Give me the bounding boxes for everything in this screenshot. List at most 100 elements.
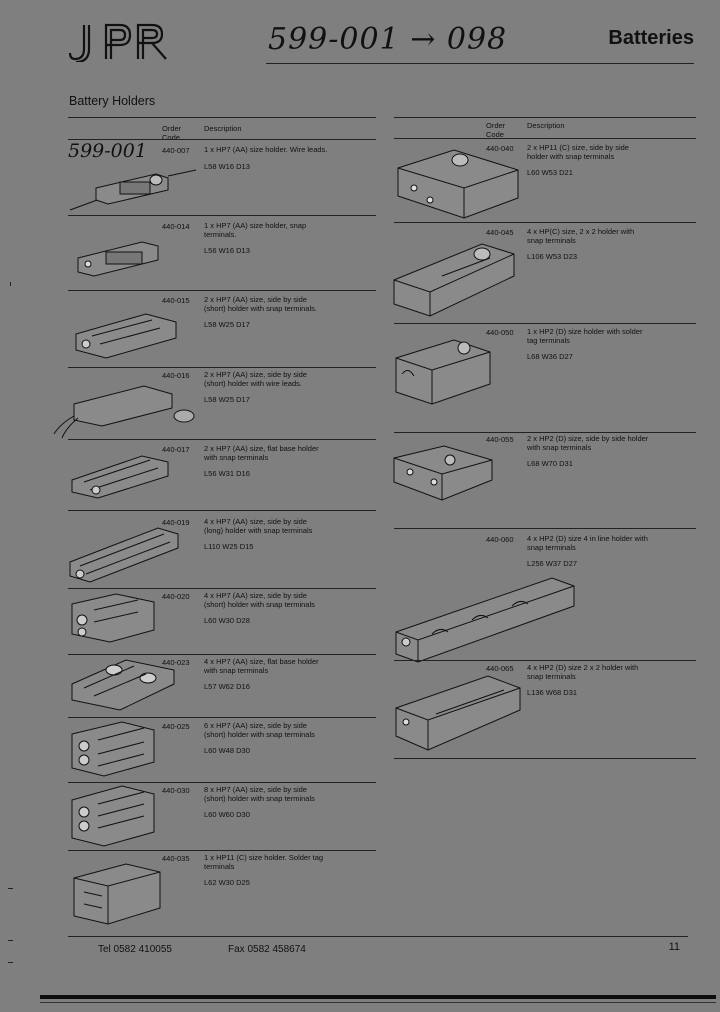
row-divider	[68, 717, 376, 718]
description-text: 1 x HP7 (AA) size holder. Wire leads.	[204, 145, 328, 154]
description-text: 1 x HP11 (C) size holder. Solder tag ter…	[204, 853, 324, 871]
holder-1xaa-wire-image	[69, 169, 197, 211]
dimensions: L106 W53 D23	[527, 252, 578, 262]
holder-4xd-inline-image	[395, 577, 575, 663]
row-divider	[68, 850, 376, 851]
holder-4xaa-long-image	[69, 527, 179, 583]
item-description: 1 x HP2 (D) size holder with solder tag …	[527, 327, 651, 362]
item-description: 4 x HP7 (AA) size, flat base holder with…	[204, 657, 328, 692]
row-divider	[394, 528, 696, 529]
holder-1xd-image	[395, 339, 491, 405]
holder-2xaa-short-snap-image	[75, 313, 177, 359]
row-divider	[68, 588, 376, 589]
holder-4xaa-flat-image	[71, 659, 175, 711]
order-code: 440-017	[162, 445, 190, 454]
left-order-code-header: Order Code	[162, 124, 182, 142]
description-text: 2 x HP11 (C) size, side by side holder w…	[527, 143, 629, 161]
order-code: 440-045	[486, 228, 514, 237]
description-text: 4 x HP(C) size, 2 x 2 holder with snap t…	[527, 227, 635, 245]
item-description: 2 x HP11 (C) size, side by side holder w…	[527, 143, 651, 178]
dimensions: L57 W62 D16	[204, 682, 250, 692]
item-description: 1 x HP7 (AA) size holder. Wire leads.L58…	[204, 145, 328, 171]
holder-6xaa-image	[71, 721, 155, 777]
dimensions: L68 W36 D27	[527, 352, 573, 362]
dimensions: L110 W25 D15	[204, 542, 254, 552]
description-text: 2 x HP7 (AA) size, side by side (short) …	[204, 370, 307, 388]
order-code: 440-065	[486, 664, 514, 673]
dimensions: L136 W68 D31	[527, 688, 578, 698]
holder-1xc-image	[73, 863, 161, 925]
page-number: 11	[668, 941, 680, 953]
left-header-rule	[68, 139, 376, 140]
order-code: 440-015	[162, 296, 190, 305]
item-description: 4 x HP7 (AA) size, side by side (short) …	[204, 591, 328, 626]
item-description: 8 x HP7 (AA) size, side by side (short) …	[204, 785, 328, 820]
dimensions: L60 W53 D21	[527, 168, 573, 178]
jpr-logo	[68, 23, 167, 62]
description-text: 1 x HP2 (D) size holder with solder tag …	[527, 327, 643, 345]
item-description: 2 x HP7 (AA) size, side by side (short) …	[204, 370, 328, 405]
header-rule	[266, 63, 694, 64]
order-code: 440-055	[486, 435, 514, 444]
description-text: 4 x HP7 (AA) size, side by side (long) h…	[204, 517, 313, 535]
description-text: 4 x HP7 (AA) size, flat base holder with…	[204, 657, 319, 675]
right-order-code-header: Order Code	[486, 121, 506, 139]
order-code: 440-020	[162, 592, 190, 601]
right-header-rule	[394, 138, 696, 139]
holder-2xd-image	[393, 445, 493, 501]
footer-telephone: Tel 0582 410055	[98, 944, 172, 955]
item-description: 4 x HP2 (D) size 2 x 2 holder with snap …	[527, 663, 651, 698]
section-title: Battery Holders	[69, 94, 156, 108]
description-text: 4 x HP2 (D) size 2 x 2 holder with snap …	[527, 663, 639, 681]
row-divider	[68, 782, 376, 783]
holder-4xc-image	[393, 243, 515, 317]
scan-mark	[8, 888, 13, 889]
handwritten-range: 599-001 → 098	[268, 22, 508, 57]
holder-2xaa-flat-image	[71, 455, 169, 499]
description-text: 4 x HP2 (D) size 4 in line holder with s…	[527, 534, 648, 552]
right-description-header: Description	[527, 121, 565, 130]
row-divider	[394, 432, 696, 433]
dimensions: L56 W31 D16	[204, 469, 250, 479]
left-top-rule	[68, 117, 376, 118]
scan-mark	[10, 282, 11, 286]
dimensions: L62 W30 D25	[204, 878, 250, 888]
dimensions: L68 W70 D31	[527, 459, 573, 469]
scan-edge-line	[40, 1002, 716, 1003]
holder-2xc-image	[397, 149, 519, 219]
description-text: 4 x HP7 (AA) size, side by side (short) …	[204, 591, 315, 609]
order-code: 440-023	[162, 658, 190, 667]
page-title: Batteries	[608, 27, 694, 49]
description-text: 2 x HP2 (D) size, side by side holder wi…	[527, 434, 649, 452]
scan-edge-bar	[40, 995, 716, 999]
row-divider	[68, 367, 376, 368]
description-text: 8 x HP7 (AA) size, side by side (short) …	[204, 785, 315, 803]
order-code: 440-016	[162, 371, 190, 380]
dimensions: L60 W30 D28	[204, 616, 250, 626]
item-description: 1 x HP7 (AA) size holder, snap terminals…	[204, 221, 328, 256]
item-description: 4 x HP7 (AA) size, side by side (long) h…	[204, 517, 328, 552]
item-description: 2 x HP2 (D) size, side by side holder wi…	[527, 434, 651, 469]
item-description: 4 x HP2 (D) size 4 in line holder with s…	[527, 534, 651, 569]
handwritten-code: 599-001	[68, 140, 147, 162]
right-top-rule	[394, 117, 696, 118]
row-divider	[68, 510, 376, 511]
holder-2xaa-short-wire-image	[53, 385, 195, 439]
order-code: 440-060	[486, 535, 514, 544]
row-divider	[394, 323, 696, 324]
dimensions: L58 W25 D17	[204, 395, 250, 405]
dimensions: L60 W60 D30	[204, 810, 250, 820]
item-description: 4 x HP(C) size, 2 x 2 holder with snap t…	[527, 227, 651, 262]
order-code: 440-040	[486, 144, 514, 153]
description-text: 2 x HP7 (AA) size, side by side (short) …	[204, 295, 317, 313]
footer-rule	[68, 936, 688, 937]
row-divider	[394, 222, 696, 223]
order-code: 440-030	[162, 786, 190, 795]
order-code: 440-035	[162, 854, 190, 863]
order-code: 440-025	[162, 722, 190, 731]
row-divider	[68, 215, 376, 216]
description-text: 1 x HP7 (AA) size holder, snap terminals…	[204, 221, 307, 239]
row-divider	[68, 654, 376, 655]
order-code: 440-019	[162, 518, 190, 527]
holder-4xd-2x2-image	[395, 675, 521, 751]
